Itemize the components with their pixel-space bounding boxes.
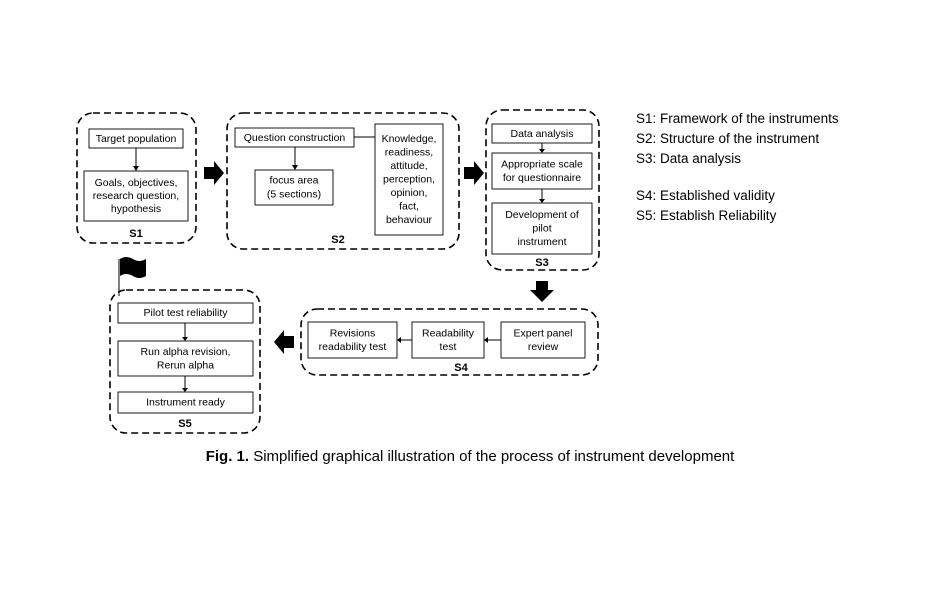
s4-connector-2-arrowhead — [397, 337, 401, 343]
box-text-line: readability test — [319, 341, 387, 353]
stage-s4-label: S4 — [454, 362, 468, 374]
box-text-line: review — [528, 341, 559, 353]
box-text-line: Rerun alpha — [157, 359, 214, 371]
s4-readability-box — [411, 321, 485, 359]
s3-to-s4-arrow — [530, 281, 554, 302]
box-text-line: focus area — [269, 174, 318, 186]
stage-s4: Expert panel review Readability test Revis… — [300, 308, 599, 376]
legend-item-s1: S1: Framework of the instruments — [636, 111, 839, 126]
s5-instrument-ready-box — [117, 391, 254, 414]
s3-connector-2-arrowhead — [539, 199, 545, 203]
s2-question-construction-text: Question construction — [244, 132, 346, 144]
figure-caption: Fig. 1. Simplified graphical illustratio… — [206, 448, 735, 465]
caption-text: Simplified graphical illustration of the… — [249, 448, 735, 465]
s2-focus-area-text: focus area (5 sections) — [267, 174, 321, 200]
s2-to-s3-arrow — [464, 161, 484, 185]
box-text-line: hypothesis — [111, 203, 161, 215]
box-text-line: opinion, — [391, 187, 428, 199]
box-text-line: fact, — [399, 200, 419, 212]
stage-s1-label: S1 — [129, 228, 142, 240]
s1-goals-text: Goals, objectives,research question,hypo… — [93, 177, 179, 215]
box-text-line: (5 sections) — [267, 188, 321, 200]
s2-knowledge-box — [374, 123, 444, 236]
s4-revisions-text: Revisions readability test — [319, 327, 387, 353]
legend: S1: Framework of the instruments S2: Str… — [636, 111, 839, 223]
s5-run-alpha-box — [117, 340, 254, 377]
legend-item-s3: S3: Data analysis — [636, 151, 741, 166]
flag-icon — [118, 257, 146, 296]
s5-instrument-ready-text: Instrument ready — [146, 396, 226, 408]
flag-banner — [120, 257, 146, 278]
box-text-line: Revisions — [330, 327, 376, 339]
caption-label: Fig. 1. — [206, 448, 249, 465]
box-text-line: Readability — [422, 327, 475, 339]
stage-s5-frame — [109, 289, 261, 434]
box-text-line: Knowledge, — [382, 133, 437, 145]
s4-expert-panel-box — [500, 321, 586, 359]
box-text-line: research question, — [93, 190, 179, 202]
box-text-line: Run alpha revision, — [141, 346, 231, 358]
stage-s2-label: S2 — [331, 234, 344, 246]
legend-item-s2: S2: Structure of the instrument — [636, 131, 819, 146]
s3-scale-box — [491, 152, 593, 190]
box-text-line: test — [440, 341, 457, 353]
box-text-line: Data analysis — [510, 128, 573, 140]
s1-to-s2-arrow — [204, 161, 224, 185]
stage-s2: Question construction focus area (5 secti… — [226, 112, 460, 250]
box-text-line: pilot — [532, 222, 551, 234]
s4-connector-1-arrowhead — [484, 337, 488, 343]
stage-s3-frame — [485, 109, 600, 271]
stage-s4-frame — [300, 308, 599, 376]
stage-s1-frame — [76, 112, 197, 244]
stage-s3-label: S3 — [535, 257, 548, 269]
box-text-line: Pilot test reliability — [143, 307, 228, 319]
box-text-line: readiness, — [385, 146, 433, 158]
box-text-line: attitude, — [390, 160, 427, 172]
box-text-line: Instrument ready — [146, 396, 226, 408]
box-text-line: Development of — [505, 209, 579, 221]
stage-s2-frame — [226, 112, 460, 250]
s2-focus-area-box — [254, 169, 334, 206]
s4-expert-panel-text: Expert panel review — [514, 327, 573, 353]
stage-s1: Target population Goals, objectives,rese… — [76, 112, 197, 244]
s2-knowledge-text: Knowledge,readiness, attitude,perception,… — [382, 133, 437, 226]
s5-connector-1-arrowhead — [182, 337, 188, 341]
stage-s3: Data analysis Appropriate scale for quest… — [485, 109, 600, 271]
s3-pilot-box — [491, 202, 593, 255]
box-text-line: Appropriate scale — [501, 158, 583, 170]
box-text-line: perception, — [383, 173, 435, 185]
box-text-line: for questionnaire — [503, 172, 581, 184]
s3-connector-1-arrowhead — [539, 149, 545, 153]
s3-data-analysis-text: Data analysis — [510, 128, 573, 140]
box-text-line: behaviour — [386, 214, 433, 226]
s1-goals-box — [83, 170, 189, 222]
s5-pilot-reliability-text: Pilot test reliability — [143, 307, 228, 319]
legend-item-s4: S4: Established validity — [636, 188, 775, 203]
box-text-line: Target population — [96, 133, 177, 145]
legend-item-s5: S5: Establish Reliability — [636, 208, 777, 223]
s4-readability-text: Readability test — [422, 327, 475, 353]
s4-to-s5-arrow — [274, 330, 294, 354]
s5-run-alpha-text: Run alpha revision,Rerun alpha — [141, 346, 231, 372]
s1-target-population-text: Target population — [96, 133, 177, 145]
box-text-line: Goals, objectives, — [95, 177, 178, 189]
box-text-line: Expert panel — [514, 327, 573, 339]
s1-connector-arrowhead — [133, 166, 139, 171]
s2-connector-arrowhead — [292, 165, 298, 170]
s5-connector-2-arrowhead — [182, 388, 188, 392]
s3-scale-text: Appropriate scale for questionnaire — [501, 158, 583, 184]
stage-s5-label: S5 — [178, 418, 191, 430]
box-text-line: Question construction — [244, 132, 346, 144]
s4-revisions-box — [307, 321, 398, 359]
box-text-line: instrument — [517, 236, 566, 248]
stage-s5: Pilot test reliability Run alpha revisio… — [109, 289, 261, 434]
